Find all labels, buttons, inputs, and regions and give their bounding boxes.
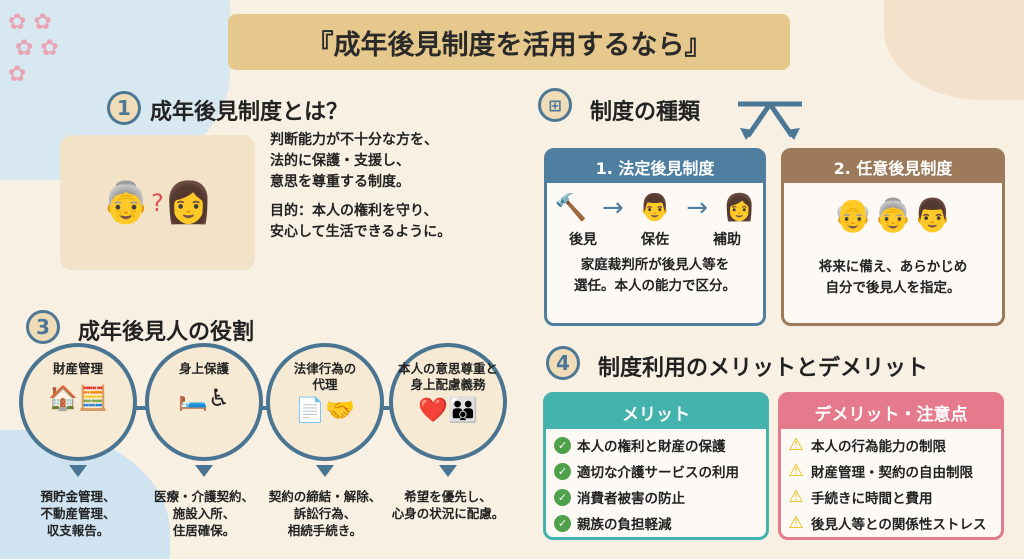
pointer (69, 465, 87, 477)
role-desc: 希望を優先し、心身の状況に配慮。 (389, 488, 507, 522)
role-desc: 預貯金管理、不動産管理、収支報告。 (19, 488, 137, 539)
hierarchy-icon: ⊞ (538, 88, 572, 122)
role-respect-wishes: 本人の意思尊重と 身上配慮義務 ❤️👪 (389, 343, 507, 461)
item-text: 後見人等との関係性ストレス (811, 517, 987, 533)
text-line: 安心して生活できるように。 (270, 224, 452, 240)
levels-illustration: 🔨→👨→👩 (554, 193, 756, 223)
check-icon: ✓ (554, 462, 571, 480)
warning-icon: ⚠ (788, 487, 804, 507)
card-desc: 選任。本人の能力で区分。 (574, 278, 736, 294)
role-desc: 契約の締結・解除、訴訟行為、相続手続き。 (266, 488, 384, 539)
role-financial: 財産管理 🏠🧮 (19, 343, 137, 461)
text-line: 住居確保。 (172, 523, 236, 538)
level-label: 後見 (569, 232, 597, 248)
card-title: メリット (546, 395, 766, 429)
item-text: 親族の負担軽減 (577, 517, 672, 533)
level-label: 保佐 (641, 232, 669, 248)
page-title: 『成年後見制度を活用するなら』 (228, 14, 790, 70)
handshake-icon: 📄🤝 (295, 396, 355, 424)
role-title: 身上保護 (178, 361, 229, 376)
text-line: 不動産管理、 (40, 506, 116, 521)
legal-guardianship-card: 1. 法定後見制度 🔨→👨→👩 後見 保佐 補助 家庭裁判所が後見人等を 選任。… (544, 148, 766, 326)
item-text: 消費者被害の防止 (577, 491, 685, 507)
check-icon: ✓ (554, 488, 571, 506)
merit-card: メリット ✓ 本人の権利と財産の保護 ✓ 適切な介護サービスの利用 ✓ 消費者被害の防… (543, 392, 769, 540)
pointer (316, 465, 334, 477)
connector-line (80, 406, 450, 410)
text-line: 希望を優先し、 (404, 489, 492, 504)
text-line: 法的に保護・支援し、 (270, 153, 410, 169)
role-legal-acts: 法律行為の 代理 📄🤝 (266, 343, 384, 461)
pointer (439, 465, 457, 477)
demerit-item: ⚠ 後見人等との関係性ストレス (787, 510, 995, 536)
text-line: 相続手続き。 (287, 523, 363, 538)
check-icon: ✓ (554, 436, 571, 454)
card-title: 1. 法定後見制度 (547, 151, 763, 183)
role-title: 法律行為の 代理 (293, 361, 357, 392)
family-heart-icon: ❤️👪 (418, 396, 478, 424)
section-title: 制度利用のメリットとデメリット (598, 356, 929, 381)
section-number: 1 (107, 91, 141, 125)
demerit-item: ⚠ 手続きに時間と費用 (787, 484, 995, 510)
section-title: 成年後見人の役割 (78, 320, 255, 345)
item-text: 適切な介護サービスの利用 (577, 465, 739, 481)
text-line: 医療・介護契約、 (153, 489, 254, 504)
consultation-illustration: 👵?👩 (60, 135, 255, 270)
role-personal-care: 身上保護 🛏️♿ (145, 343, 263, 461)
warning-icon: ⚠ (788, 435, 804, 455)
text-line: 預貯金管理、 (40, 489, 116, 504)
text-line: 訴訟行為、 (293, 506, 357, 521)
warning-icon: ⚠ (788, 461, 804, 481)
background-blob (884, 0, 1024, 100)
role-title: 本人の意思尊重と 身上配慮義務 (397, 361, 498, 392)
demerit-item: ⚠ 財産管理・契約の自由制限 (787, 458, 995, 484)
item-text: 本人の権利と財産の保護 (577, 439, 726, 455)
section-title: 制度の種類 (590, 100, 701, 125)
role-desc: 医療・介護契約、施設入所、住居確保。 (145, 488, 263, 539)
definition-text: 判断能力が不十分な方を、 法的に保護・支援し、 意思を尊重する制度。 目的：本人… (270, 130, 451, 243)
care-icon: 🛏️♿ (178, 384, 230, 412)
warning-icon: ⚠ (788, 513, 804, 533)
merit-item: ✓ 本人の権利と財産の保護 (554, 432, 758, 458)
house-calculator-icon: 🏠🧮 (48, 384, 108, 412)
card-title: 2. 任意後見制度 (784, 151, 1002, 183)
contract-illustration: 👴👵👨 (833, 196, 953, 234)
merit-item: ✓ 消費者被害の防止 (554, 484, 758, 510)
section-title: 成年後見制度とは？ (150, 100, 349, 125)
card-desc: 自分で後見人を指定。 (825, 280, 961, 296)
merit-item: ✓ 親族の負担軽減 (554, 510, 758, 536)
cherry-blossom-icon: ✿ ✿ ✿ ✿✿ (8, 10, 59, 87)
role-title: 財産管理 (52, 361, 103, 376)
text-line: 心身の状況に配慮。 (391, 506, 505, 521)
card-title: デメリット・注意点 (781, 395, 1001, 429)
voluntary-guardianship-card: 2. 任意後見制度 👴👵👨 将来に備え、あらかじめ 自分で後見人を指定。 (781, 148, 1005, 326)
section-number: 4 (546, 346, 580, 380)
text-line: 判断能力が不十分な方を、 (270, 132, 438, 148)
demerit-card: デメリット・注意点 ⚠ 本人の行為能力の制限 ⚠ 財産管理・契約の自由制限 ⚠ 手続き… (778, 392, 1004, 540)
text-line: 目的：本人の権利を守り、 (270, 203, 438, 219)
pointer (195, 465, 213, 477)
branch-arrow-icon (738, 101, 802, 140)
check-icon: ✓ (554, 514, 571, 532)
text-line: 収支報告。 (46, 523, 110, 538)
merit-item: ✓ 適切な介護サービスの利用 (554, 458, 758, 484)
level-label: 補助 (713, 232, 741, 248)
demerit-item: ⚠ 本人の行為能力の制限 (787, 432, 995, 458)
text-line: 意思を尊重する制度。 (270, 174, 410, 190)
item-text: 手続きに時間と費用 (811, 491, 933, 507)
text-line: 契約の締結・解除、 (268, 489, 382, 504)
text-line: 施設入所、 (172, 506, 236, 521)
item-text: 本人の行為能力の制限 (811, 439, 946, 455)
card-desc: 家庭裁判所が後見人等を (580, 257, 730, 273)
item-text: 財産管理・契約の自由制限 (811, 465, 973, 481)
card-desc: 将来に備え、あらかじめ (818, 259, 968, 275)
section-number: 3 (26, 310, 60, 344)
